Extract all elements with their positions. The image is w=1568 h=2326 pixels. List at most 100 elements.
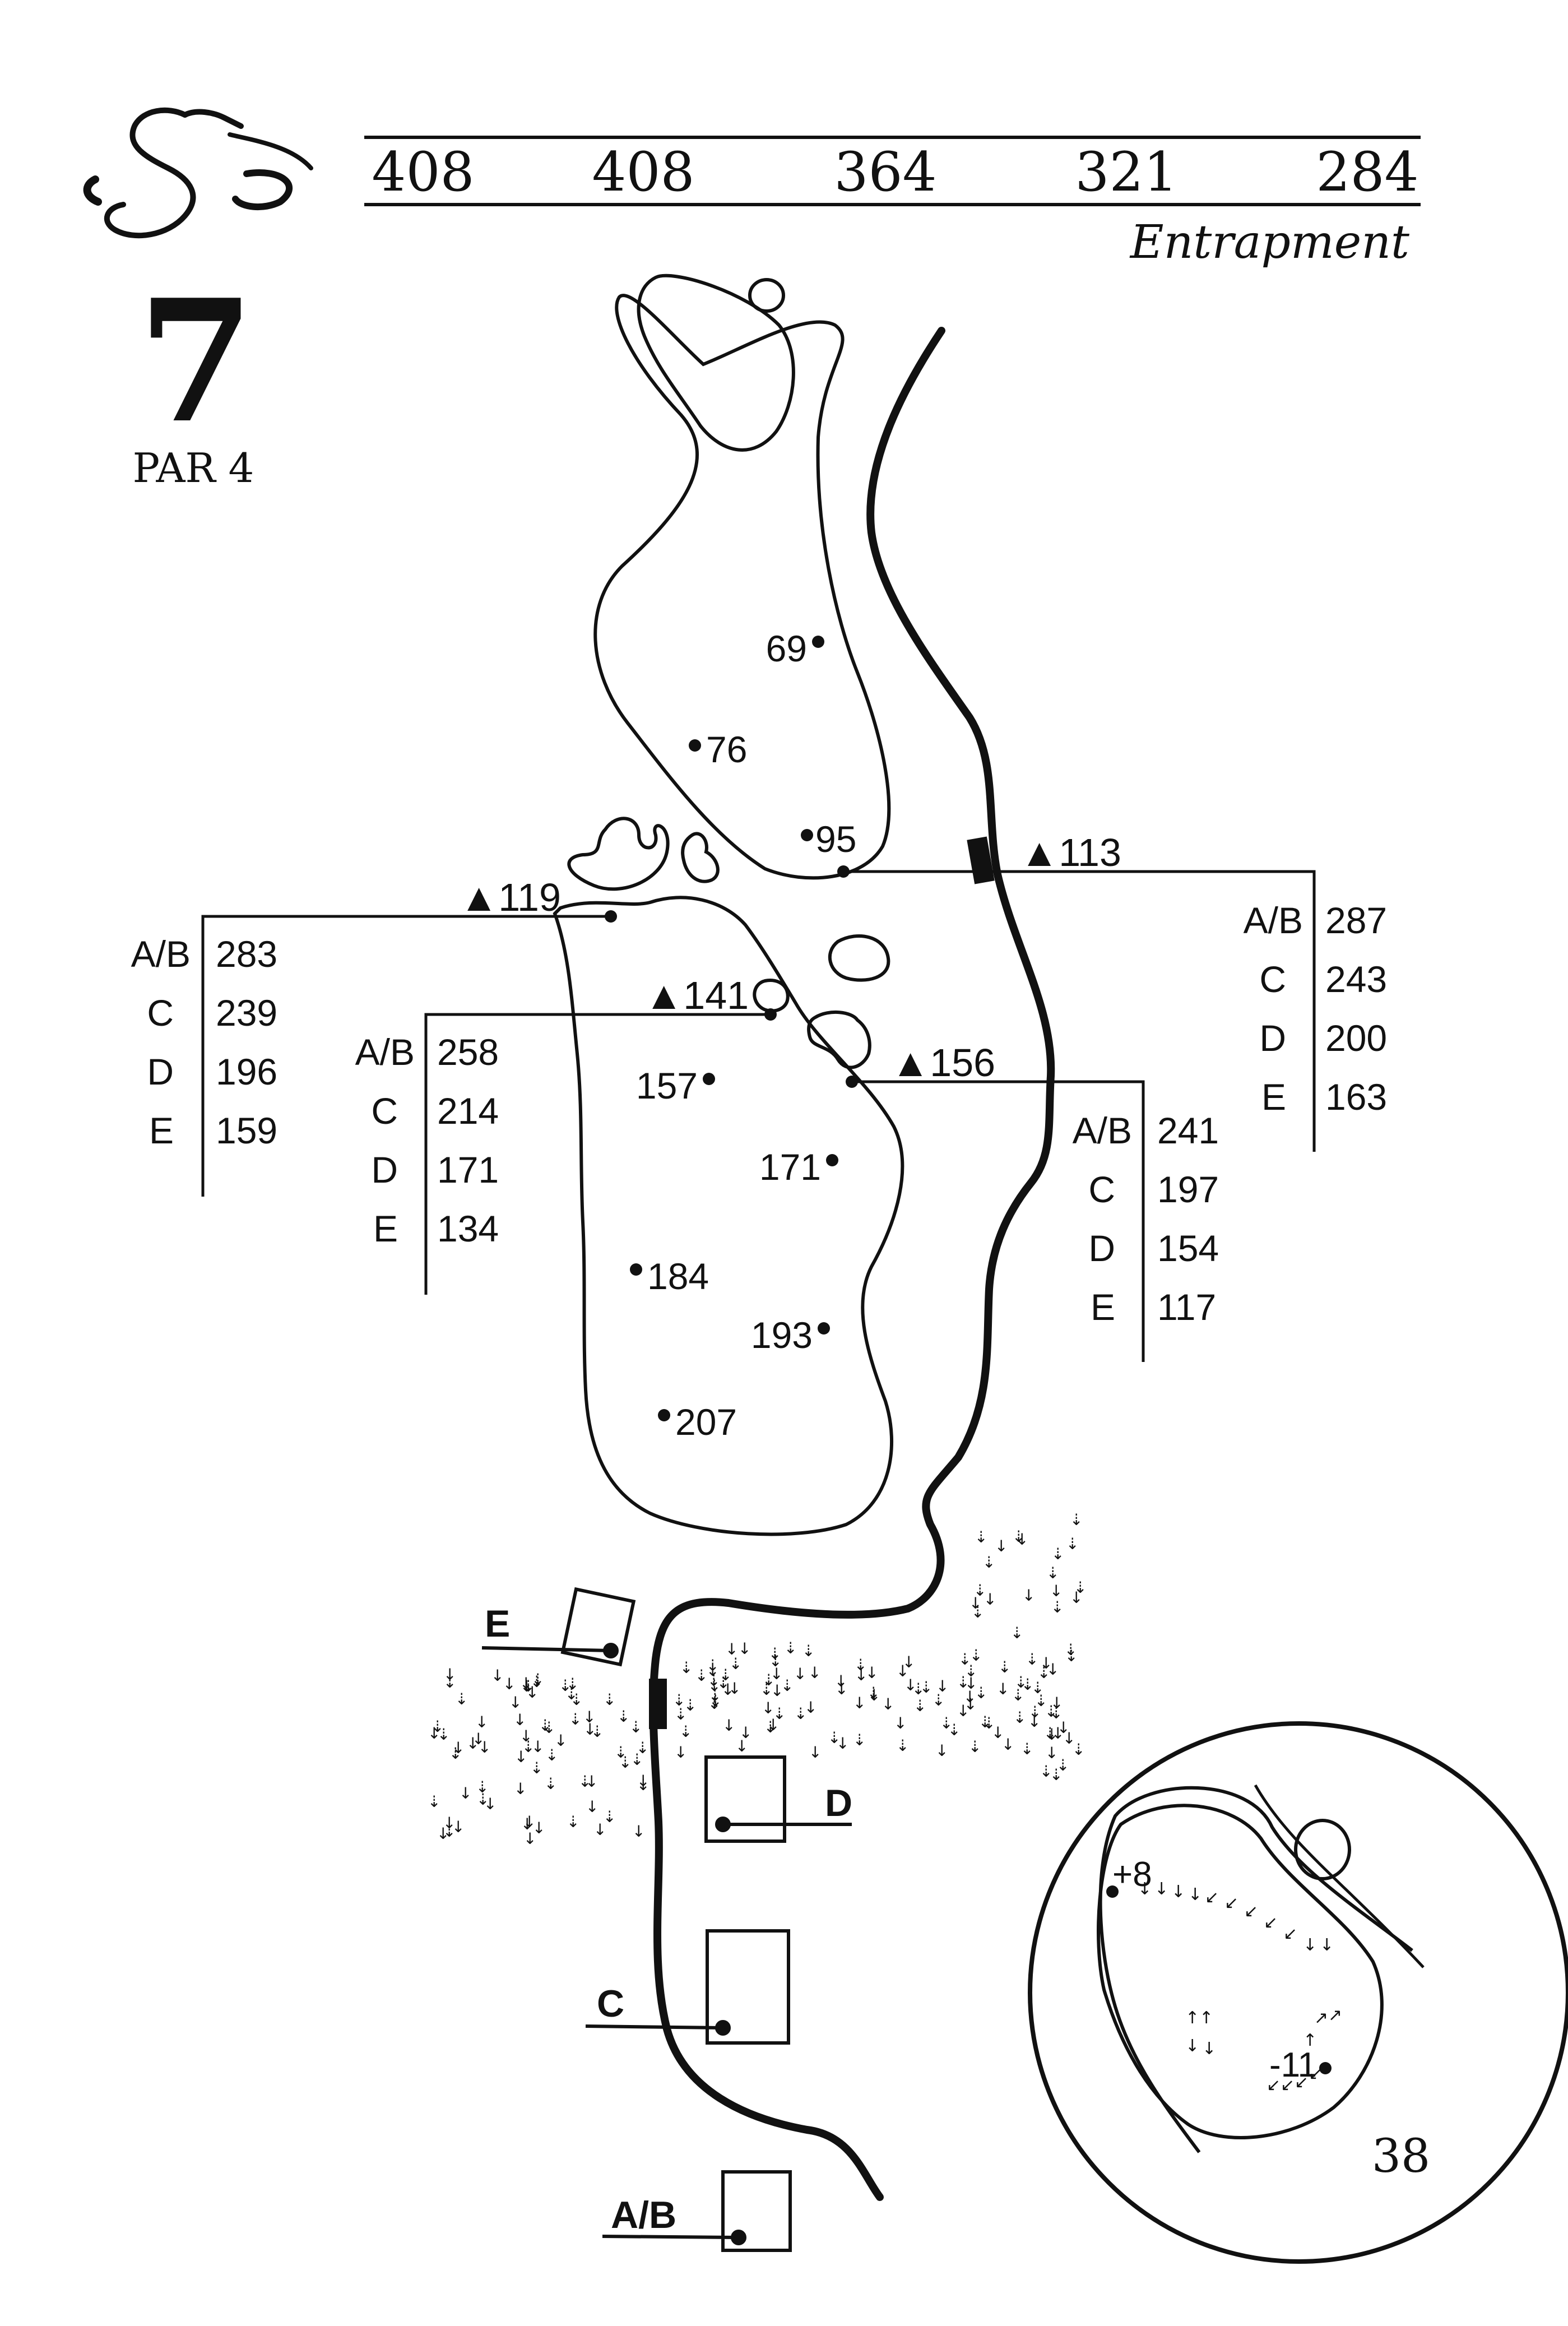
marker-dot [658, 1409, 670, 1421]
grass-tuft: ↓ [984, 1590, 996, 1609]
cart-path-bridge-lower [649, 1679, 667, 1729]
grass-tuft: ⇣ [530, 1672, 543, 1691]
grass-tuft: ↓ [583, 1720, 596, 1739]
grass-tuft: ↓ [531, 1737, 544, 1756]
slope-arrow: ↙ [1283, 1924, 1297, 1944]
line-119 [201, 915, 611, 1197]
grass-tuft: ⇣ [680, 1658, 693, 1677]
heron-s-logo [83, 107, 313, 239]
grass-tuft: ⇣ [1013, 1708, 1026, 1727]
grass-tuft: ⇣ [1074, 1578, 1087, 1597]
grass-tuft: ⇣ [969, 1646, 982, 1665]
grass-tuft: ↓ [1040, 1654, 1052, 1672]
grass-tuft: ↓ [509, 1693, 522, 1712]
grass-tuft: ⇣ [719, 1666, 732, 1684]
grass-tuft: ↓ [804, 1698, 817, 1717]
grass-tuft: ↓ [964, 1695, 977, 1713]
fairway-outline [553, 896, 904, 1536]
grass-tuft: ⇣ [637, 1776, 650, 1794]
grass-tuft: ↓ [1046, 1660, 1059, 1679]
tee-box-label: C [597, 1982, 624, 2025]
tee-label: A/B [1073, 1110, 1132, 1151]
line-156 [852, 1080, 1145, 1362]
tee-box-ab [602, 2170, 792, 2252]
grass-tuft: ↓ [1045, 1744, 1058, 1762]
grass-tuft: ⇣ [629, 1718, 642, 1736]
fairway-small-bunker [753, 979, 790, 1013]
grass-tuft: ↓ [735, 1737, 748, 1755]
grass-tuft: ⇣ [1050, 1766, 1063, 1784]
grass-tuft: ↓ [865, 1664, 878, 1682]
grass-tuft: ↓ [834, 1672, 847, 1690]
grass-tuft: ↓ [1051, 1724, 1064, 1743]
grass-tuft: ⇣ [932, 1691, 945, 1709]
grass-tuft: ⇣ [1037, 1664, 1050, 1682]
grass-tuft: ⇣ [709, 1692, 722, 1710]
grass-tuft: ⇣ [428, 1792, 440, 1811]
grass-tuft: ⇣ [1072, 1740, 1085, 1759]
grass-tuft: ↓ [523, 1829, 536, 1848]
sprinkler-dots [605, 865, 858, 1088]
marker-label: 157 [636, 1065, 698, 1106]
slope-arrow: ↗ [1314, 2008, 1328, 2028]
grass-tuft: ↓ [637, 1772, 650, 1790]
grass-tuft: ⇣ [636, 1739, 649, 1757]
distance-value: 134 [437, 1208, 499, 1249]
grass-tuft: ↓ [808, 1664, 821, 1682]
distance-value: 154 [1157, 1227, 1219, 1269]
sprinkler-dot-113 [837, 865, 850, 878]
grass-tuft: ⇣ [975, 1684, 987, 1702]
grass-tuft: ⇣ [762, 1671, 775, 1689]
grass-tuft: ⇣ [437, 1725, 450, 1744]
line-113 [843, 870, 1316, 1152]
grass-tuft: ⇣ [1012, 1527, 1025, 1546]
marker-label: 207 [675, 1401, 737, 1443]
marker-label: 76 [706, 729, 747, 770]
inset-fringe-outline [1098, 1786, 1413, 2153]
grass-tuft: ↓ [896, 1662, 909, 1680]
tee-box-pointer [585, 2024, 723, 2030]
grass-tuft: ↓ [894, 1714, 907, 1732]
distance-value: 214 [437, 1090, 499, 1132]
grass-tuft: ⇣ [708, 1676, 721, 1695]
grass-tuft: ↓ [520, 1677, 533, 1695]
grass-tuft: ⇣ [566, 1675, 579, 1693]
grass-tuft: ↓ [1015, 1530, 1028, 1549]
tee-box-c [585, 1929, 790, 2045]
grass-tuft: ⇣ [773, 1704, 786, 1723]
marker-dot [826, 1154, 838, 1166]
grass-tuft: ↓ [478, 1738, 491, 1757]
grass-tuft: ⇣ [708, 1694, 721, 1713]
green-outline [593, 294, 891, 880]
grass-tuft: ↓ [738, 1639, 751, 1658]
grass-tuft: ⇣ [431, 1717, 444, 1736]
grass-tuft: ↓ [674, 1743, 687, 1762]
grass-tuft: ↓ [1070, 1588, 1083, 1607]
grass-tuft: ↓ [936, 1677, 949, 1695]
grass-tuft: ⇣ [1010, 1624, 1023, 1642]
grass-tuft: ⇣ [729, 1655, 742, 1673]
grass-tuft: ↓ [583, 1708, 596, 1726]
tee-label: C [1259, 958, 1286, 1000]
yardage-value: 321 [1075, 141, 1177, 203]
tee-label: C [147, 992, 174, 1034]
grass-tuft: ⇣ [973, 1581, 986, 1600]
slope-arrow: ↓ [1188, 1885, 1202, 1905]
grass-tuft: ↓ [1028, 1712, 1041, 1731]
grass-tuft: ↓ [1050, 1582, 1063, 1600]
grass-tuft: ⇣ [544, 1774, 557, 1793]
distance-value: 243 [1325, 958, 1387, 1000]
grass-tuft: ↓ [523, 1813, 536, 1831]
grass-tuft: ↓ [503, 1675, 516, 1693]
grass-tuft: ⇣ [1034, 1692, 1047, 1710]
grass-tuft: ⇣ [1070, 1510, 1083, 1529]
yardage-value: 364 [834, 141, 936, 203]
grass-tuft: ⇣ [455, 1690, 468, 1708]
grass-tuft: ↓ [1057, 1718, 1070, 1737]
grass-tuft: ⇣ [940, 1714, 953, 1732]
grass-tuft: ↓ [443, 1814, 456, 1832]
slope-arrow: ↑ [1185, 2008, 1199, 2028]
distance-value: 159 [216, 1110, 277, 1151]
grass-tuft: ⇣ [1051, 1598, 1064, 1616]
sprinkler-label: ▲141 [644, 974, 749, 1017]
